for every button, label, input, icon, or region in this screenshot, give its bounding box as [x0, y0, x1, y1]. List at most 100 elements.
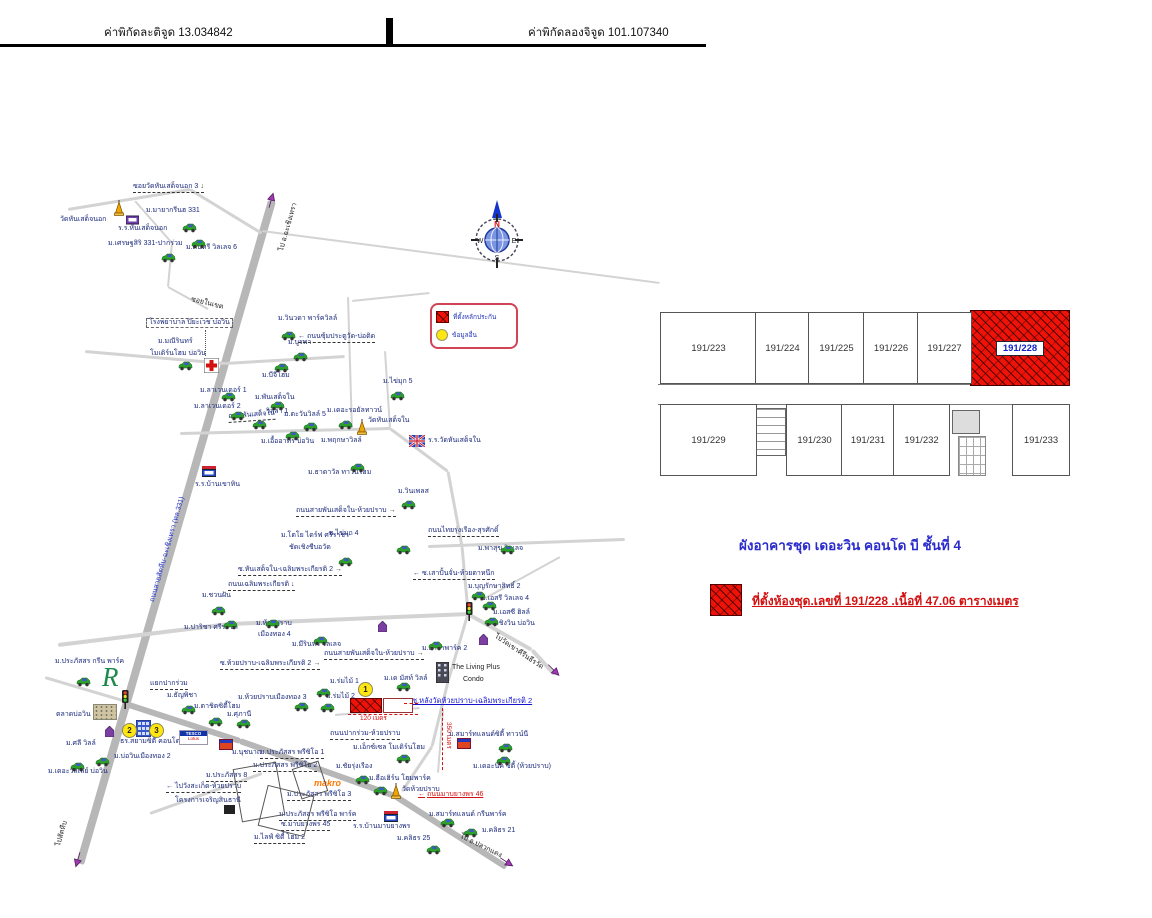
map-label: ม.ตะวันวิลล์ 5 [284, 411, 326, 418]
map-label: ร.ร.วัดหันเสด็จใน [428, 437, 481, 444]
plan-title: ผังอาคารชุด เดอะวิน คอนโด บี ชั้นที่ 4 [738, 538, 962, 553]
car-icon [293, 349, 308, 367]
stairs [756, 408, 786, 456]
map-label: ม.บีจีโฮม [262, 372, 290, 379]
map-label: ม.เอสซี ฮิลล์ [493, 609, 530, 616]
traffic-icon [120, 690, 130, 714]
map-label: ม.คลิธร 21 [482, 827, 516, 834]
map-label: ม.เอื้ออาทร บ่อวิน [261, 438, 315, 445]
map-label: ม.สมาร์ทแลนด์ซิตี้ ทาวน์นี [449, 731, 529, 738]
car-icon [401, 497, 416, 515]
map-label: ม.โตโย ไดร์ฟ ศรีราชา- [281, 532, 352, 539]
map-label: ม.เดอะรอยัลทาวน์ [327, 407, 383, 414]
numbered-marker-3: 3 [149, 723, 164, 738]
road-label: แยกปากร่วม [150, 680, 188, 690]
map-label: 120 เมตร [360, 715, 387, 722]
car-icon [281, 328, 296, 346]
map-label: ม.สมาร์ทแลนด์ กรีนพาร์ค [429, 811, 507, 818]
map-label: ม.ศลี วิลล์ [66, 740, 96, 747]
car-icon [285, 428, 300, 446]
car-icon [471, 588, 486, 606]
sign-icon [457, 738, 471, 749]
map-label: ม.บ่อวินเมืองทอง 2 [114, 753, 171, 760]
car-icon [294, 699, 309, 717]
room-cell: 191/231 [841, 404, 895, 476]
map-label: โมเดิร์นโฮม บ่อวิน [150, 350, 206, 357]
room-cell: 191/233 [1012, 404, 1070, 476]
map-label: ม.ชวนฝัน [202, 592, 231, 599]
numbered-marker-2: 2 [122, 723, 137, 738]
room-number: 191/223 [691, 342, 726, 354]
road-label: ซอยวัดหันเสด็จนอก 3 [133, 183, 204, 193]
road-label: ซ.หันเสด็จใน-เฉลิมพระเกียรติ 2 [238, 566, 343, 576]
car-icon [313, 633, 328, 651]
car-icon [208, 714, 223, 732]
map-label: ม.วินวดา พาร์ควิลล์ [278, 315, 338, 322]
map-label: วัดหันเสด็จใน [368, 417, 410, 424]
car-icon [320, 700, 335, 718]
map-label: วัดหันเสด็จนอก [60, 216, 107, 223]
schoolb-icon [201, 464, 217, 482]
distance-350m-line [442, 708, 443, 770]
svg-text:N: N [494, 220, 500, 229]
car-icon [390, 388, 405, 406]
car-icon [191, 236, 206, 254]
map-legend: ที่ตั้งหลักประกัน ข้อมูลอื่น [430, 303, 518, 349]
car-icon [350, 460, 365, 478]
subject-property-marker [350, 698, 382, 713]
map-label: ม.พันเสด็จใน [255, 394, 295, 401]
car-icon [484, 614, 499, 632]
map-label: ม.ไข่มุก 4 [329, 530, 359, 537]
road-label: ม.ประภัสสร 8 [206, 772, 248, 782]
road-label: ถนนสายพันเสด็จใน-ห้วยปราบ [324, 650, 424, 660]
map-label: ม.เอสรี วิลเลจ 4 [481, 595, 529, 602]
car-icon [498, 740, 513, 758]
car-icon [161, 250, 176, 268]
road [261, 230, 661, 284]
longitude-coordinate: ค่าพิกัดลองจิจูด 101.107340 [528, 27, 669, 39]
unit-note-swatch-icon [710, 584, 742, 616]
car-icon [440, 815, 455, 833]
parrow-icon [66, 848, 88, 869]
map-label: ม.ธัญพิชา [167, 692, 198, 699]
shrine-icon [377, 619, 388, 637]
road-label: ม.ประภัสสร พรีซิโอ 1 [260, 749, 325, 759]
car-icon [223, 617, 238, 635]
car-icon [428, 638, 443, 656]
map-label: ม.ปาริชา ศรีราชา [184, 624, 238, 631]
map-label: ม.ธาดาวัล ทาวน์โฮม [308, 469, 372, 476]
room-number: 191/225 [819, 342, 854, 354]
map-label: ม.ฮือเฮิร์น โฮมพาร์ค [369, 775, 431, 782]
map-label: ม.ชัยรุ่งเรือง [336, 763, 373, 770]
temple-icon [390, 783, 402, 804]
road-label: ไป อ.ฉะเชิงเทรา [278, 202, 299, 252]
map-label: ม.ลาเวนเดอร์ 1 [200, 387, 247, 394]
map-label: วิลล่า 1 [266, 408, 289, 415]
schoolp-icon [125, 212, 140, 230]
map-label: ม.เดอะวัลเลย์ บ่อวิน [48, 768, 108, 775]
other-info-label: ข้อมูลอื่น [452, 332, 477, 339]
compass-rose: N S W E [468, 200, 526, 270]
map-label: ม.ห้วยปราบเมืองทอง 3 [238, 694, 307, 701]
room-cell: 191/223 [660, 312, 757, 384]
road-label: ม.ประภัสสร พรีซิโอ 3 [287, 791, 352, 801]
car-icon [178, 358, 193, 376]
room-number: 191/229 [691, 434, 726, 446]
building-icon [224, 805, 235, 814]
car-icon [70, 759, 85, 777]
collateral-label: ที่ตั้งหลักประกัน [453, 314, 497, 321]
road-label: ม.ไลฟ์ ซิตี้ โฮม 2 [254, 834, 305, 844]
map-label: ม.เศรษฐสิริ 331-ปากร่วม [108, 240, 183, 247]
map-label: ถนนสายสัตหีบ-ฉะเชิงเทรา (ทล.331) [149, 495, 186, 603]
road-label: ถนนปากร่วม-ห้วยปราบ [330, 730, 401, 740]
highlighted-room-number: 191/228 [995, 340, 1045, 356]
shrine-icon [104, 724, 115, 742]
parrow-icon [540, 659, 565, 684]
map-label: ม.ประภัสสร กรีน พาร์ค [55, 658, 125, 665]
room-cell: 191/229 [660, 404, 757, 476]
car-icon [373, 783, 388, 801]
adjacent-building-marker [383, 698, 413, 713]
road-label: ไปสัตหีบ [55, 820, 69, 847]
road [189, 188, 263, 235]
